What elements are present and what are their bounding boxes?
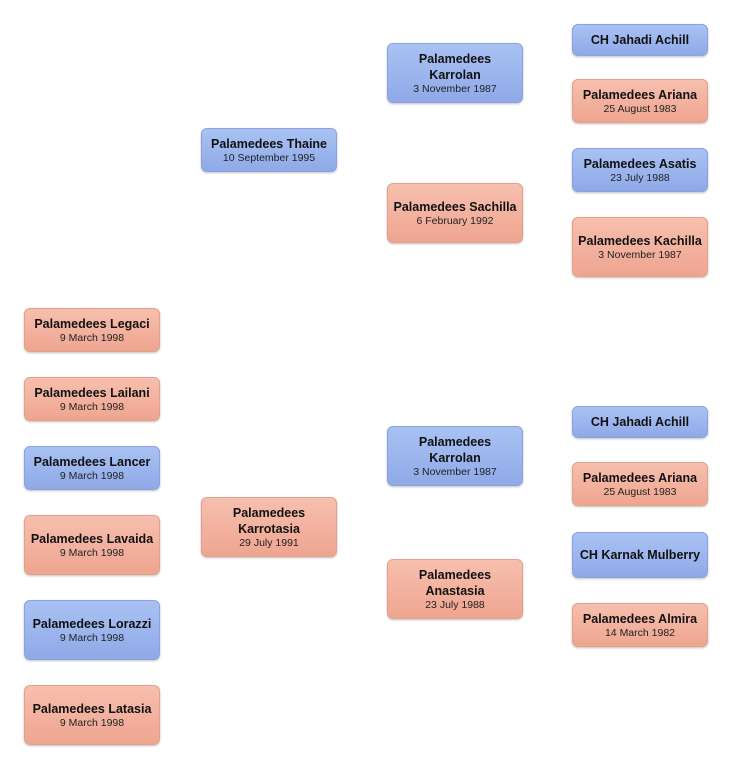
sire-date: 10 September 1995	[222, 151, 316, 164]
dam-great-grandparent-node[interactable]: Palamedees Almira 14 March 1982	[572, 603, 708, 647]
great-grandparent-name: CH Karnak Mulberry	[579, 548, 701, 562]
sire-grandparent-date: 6 February 1992	[416, 214, 494, 227]
offspring-date: 9 March 1998	[59, 631, 125, 644]
great-grandparent-date: 3 November 1987	[598, 248, 682, 261]
sire-grandparent-node[interactable]: Palamedees Sachilla 6 February 1992	[387, 183, 523, 243]
sire-grandparent-date: 3 November 1987	[413, 82, 497, 95]
sire-great-grandparent-node[interactable]: CH Jahadi Achill	[572, 24, 708, 56]
offspring-node[interactable]: Palamedees Latasia 9 March 1998	[24, 685, 160, 745]
offspring-date: 9 March 1998	[59, 400, 125, 413]
great-grandparent-date: 14 March 1982	[604, 626, 676, 639]
great-grandparent-name: Palamedees Almira	[582, 611, 698, 626]
sire-node[interactable]: Palamedees Thaine 10 September 1995	[201, 128, 337, 172]
offspring-name: Palamedees Legaci	[34, 316, 150, 331]
sire-grandparent-name: Palamedees Sachilla	[393, 199, 517, 214]
offspring-name: Palamedees Lailani	[34, 385, 150, 400]
great-grandparent-name: Palamedees Ariana	[582, 87, 698, 102]
sire-grandparent-node[interactable]: Palamedees Karrolan 3 November 1987	[387, 43, 523, 103]
offspring-date: 9 March 1998	[59, 331, 125, 344]
great-grandparent-name: CH Jahadi Achill	[590, 33, 690, 47]
offspring-name: Palamedees Lancer	[33, 454, 151, 469]
great-grandparent-name: Palamedees Asatis	[583, 156, 697, 171]
dam-date: 29 July 1991	[239, 536, 299, 549]
dam-node[interactable]: Palamedees Karrotasia 29 July 1991	[201, 497, 337, 557]
great-grandparent-name: Palamedees Kachilla	[578, 233, 702, 248]
dam-great-grandparent-node[interactable]: Palamedees Ariana 25 August 1983	[572, 462, 708, 506]
offspring-date: 9 March 1998	[59, 469, 125, 482]
sire-great-grandparent-node[interactable]: Palamedees Kachilla 3 November 1987	[572, 217, 708, 277]
great-grandparent-name: Palamedees Ariana	[582, 470, 698, 485]
sire-grandparent-name: Palamedees Karrolan	[418, 51, 492, 82]
dam-grandparent-name: Palamedees Karrolan	[418, 434, 492, 465]
dam-great-grandparent-node[interactable]: CH Jahadi Achill	[572, 406, 708, 438]
dam-grandparent-date: 3 November 1987	[413, 465, 497, 478]
offspring-node[interactable]: Palamedees Lancer 9 March 1998	[24, 446, 160, 490]
offspring-name: Palamedees Lavaida	[30, 531, 154, 546]
great-grandparent-date: 25 August 1983	[603, 485, 677, 498]
dam-great-grandparent-node[interactable]: CH Karnak Mulberry	[572, 532, 708, 578]
sire-name: Palamedees Thaine	[210, 136, 328, 151]
sire-great-grandparent-node[interactable]: Palamedees Ariana 25 August 1983	[572, 79, 708, 123]
offspring-name: Palamedees Latasia	[32, 701, 152, 716]
dam-name: Palamedees Karrotasia	[232, 505, 306, 536]
offspring-date: 9 March 1998	[59, 716, 125, 729]
sire-great-grandparent-node[interactable]: Palamedees Asatis 23 July 1988	[572, 148, 708, 192]
offspring-node[interactable]: Palamedees Lorazzi 9 March 1998	[24, 600, 160, 660]
dam-grandparent-node[interactable]: Palamedees Anastasia 23 July 1988	[387, 559, 523, 619]
dam-grandparent-node[interactable]: Palamedees Karrolan 3 November 1987	[387, 426, 523, 486]
great-grandparent-name: CH Jahadi Achill	[590, 415, 690, 429]
great-grandparent-date: 23 July 1988	[610, 171, 670, 184]
offspring-node[interactable]: Palamedees Lailani 9 March 1998	[24, 377, 160, 421]
offspring-node[interactable]: Palamedees Legaci 9 March 1998	[24, 308, 160, 352]
dam-grandparent-date: 23 July 1988	[425, 598, 485, 611]
offspring-name: Palamedees Lorazzi	[32, 616, 152, 631]
offspring-date: 9 March 1998	[59, 546, 125, 559]
offspring-node[interactable]: Palamedees Lavaida 9 March 1998	[24, 515, 160, 575]
great-grandparent-date: 25 August 1983	[603, 102, 677, 115]
dam-grandparent-name: Palamedees Anastasia	[418, 567, 492, 598]
